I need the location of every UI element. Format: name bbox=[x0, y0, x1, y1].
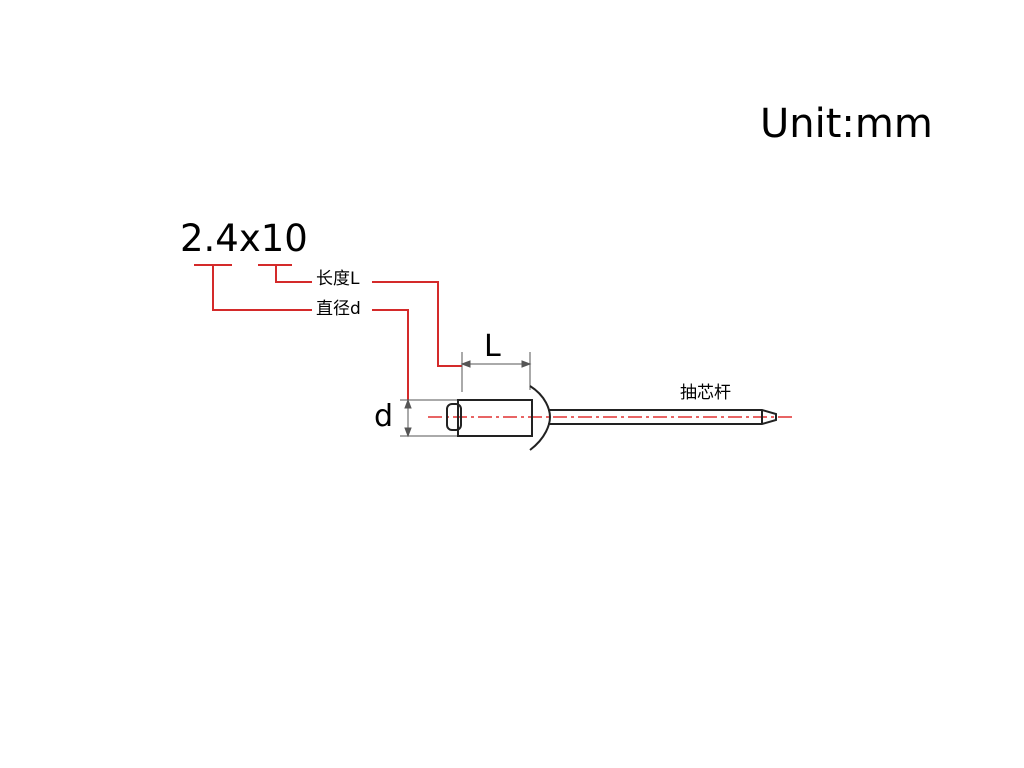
leader-length-to-L bbox=[372, 281, 462, 367]
mandrel-label: 抽芯杆 bbox=[680, 383, 731, 403]
rivet-flange bbox=[529, 385, 552, 451]
dimension-L-label: L bbox=[484, 329, 501, 364]
spec-code: 2.4x10 bbox=[180, 217, 308, 260]
unit-label: Unit:mm bbox=[760, 101, 933, 147]
dimension-L bbox=[460, 352, 532, 392]
dimension-d-label: d bbox=[374, 399, 394, 434]
mandrel-head bbox=[446, 403, 462, 431]
length-label: 长度L bbox=[316, 269, 360, 289]
rivet-body bbox=[457, 399, 533, 437]
dimension-d bbox=[400, 398, 460, 438]
diameter-label: 直径d bbox=[316, 299, 361, 319]
rivet bbox=[446, 385, 777, 451]
leader-diameter bbox=[212, 265, 312, 311]
leader-diameter-to-d bbox=[372, 309, 409, 400]
leader-length bbox=[275, 265, 312, 283]
mandrel-stem bbox=[548, 409, 777, 425]
leader-lines bbox=[194, 264, 462, 400]
